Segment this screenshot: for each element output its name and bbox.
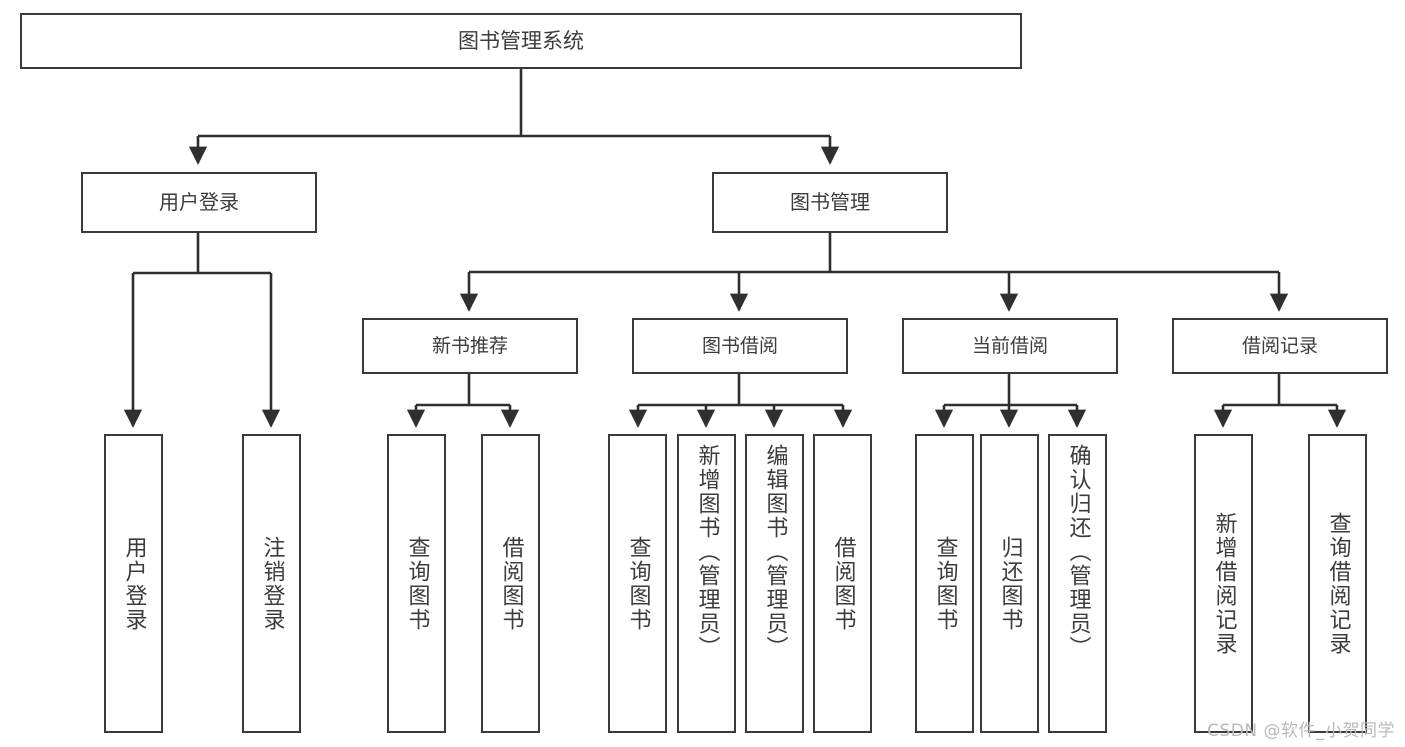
leaf-borrow-add-book-label: 新增图书（管理员） xyxy=(694,444,720,660)
leaf-recommend-borrow-book[interactable]: 借阅图书 xyxy=(481,434,540,733)
leaf-user-login[interactable]: 用户登录 xyxy=(104,434,163,733)
node-root-label: 图书管理系统 xyxy=(458,28,584,53)
node-new-book-recommend[interactable]: 新书推荐 xyxy=(362,318,578,374)
leaf-current-return-book[interactable]: 归还图书 xyxy=(980,434,1039,733)
leaf-record-query[interactable]: 查询借阅记录 xyxy=(1308,434,1367,733)
watermark: CSDN @软件_小贺同学 xyxy=(1207,721,1395,741)
node-borrow-record[interactable]: 借阅记录 xyxy=(1172,318,1388,374)
leaf-user-login-label: 用户登录 xyxy=(121,535,147,632)
node-current-borrow[interactable]: 当前借阅 xyxy=(902,318,1118,374)
node-borrow-record-label: 借阅记录 xyxy=(1241,334,1318,357)
leaf-borrow-borrow-book-label: 借阅图书 xyxy=(830,535,856,632)
node-new-book-recommend-label: 新书推荐 xyxy=(431,334,508,357)
leaf-recommend-borrow-book-label: 借阅图书 xyxy=(498,535,524,632)
leaf-borrow-edit-book-label: 编辑图书（管理员） xyxy=(762,444,788,660)
leaf-recommend-query-book-label: 查询图书 xyxy=(404,535,430,632)
leaf-current-query-book-label: 查询图书 xyxy=(932,535,958,632)
leaf-recommend-query-book[interactable]: 查询图书 xyxy=(387,434,446,733)
leaf-borrow-borrow-book[interactable]: 借阅图书 xyxy=(813,434,872,733)
leaf-record-add-label: 新增借阅记录 xyxy=(1211,511,1237,656)
node-root[interactable]: 图书管理系统 xyxy=(20,13,1022,69)
node-book-borrow-label: 图书借阅 xyxy=(701,334,778,357)
leaf-current-confirm-return[interactable]: 确认归还（管理员） xyxy=(1048,434,1107,733)
leaf-record-query-label: 查询借阅记录 xyxy=(1325,511,1351,656)
leaf-user-logout[interactable]: 注销登录 xyxy=(242,434,301,733)
node-current-borrow-label: 当前借阅 xyxy=(971,334,1048,357)
leaf-current-return-book-label: 归还图书 xyxy=(997,535,1023,632)
node-book-management[interactable]: 图书管理 xyxy=(712,172,948,233)
node-book-borrow[interactable]: 图书借阅 xyxy=(632,318,848,374)
node-user-login[interactable]: 用户登录 xyxy=(81,172,317,233)
leaf-borrow-add-book[interactable]: 新增图书（管理员） xyxy=(677,434,736,733)
leaf-user-logout-label: 注销登录 xyxy=(259,535,285,632)
leaf-borrow-edit-book[interactable]: 编辑图书（管理员） xyxy=(745,434,804,733)
leaf-current-confirm-return-label: 确认归还（管理员） xyxy=(1065,444,1091,660)
leaf-borrow-query-book[interactable]: 查询图书 xyxy=(608,434,667,733)
node-user-login-label: 用户登录 xyxy=(159,189,239,214)
leaf-borrow-query-book-label: 查询图书 xyxy=(625,535,651,632)
leaf-record-add[interactable]: 新增借阅记录 xyxy=(1194,434,1253,733)
leaf-current-query-book[interactable]: 查询图书 xyxy=(915,434,974,733)
node-book-management-label: 图书管理 xyxy=(790,189,870,214)
